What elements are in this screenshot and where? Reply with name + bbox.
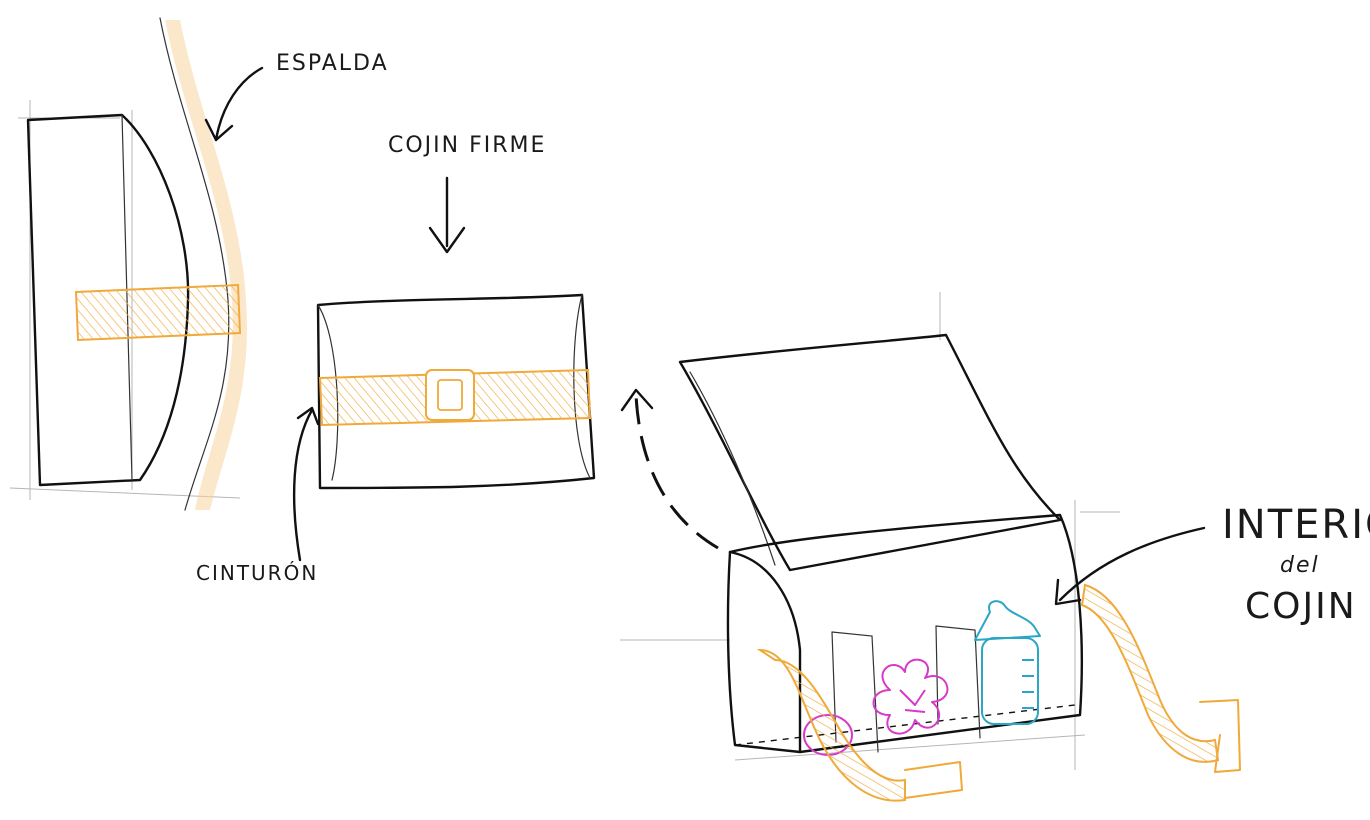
flower-toy-icon	[872, 658, 949, 735]
label-cojin: COJIN	[1245, 586, 1357, 627]
label-espalda: ESPALDA	[276, 51, 389, 76]
open-cushion: INTERIOR del COJIN	[620, 292, 1370, 802]
side-belt	[74, 283, 242, 342]
right-strap	[1080, 583, 1220, 763]
curved-arrow-icon	[634, 394, 719, 550]
left-strap	[756, 648, 906, 802]
strap-buckle	[1199, 699, 1241, 773]
side-view-cushion: ESPALDA	[9, 17, 389, 511]
interior-arrow-icon	[1058, 526, 1206, 602]
cinturon-arrow-icon	[292, 408, 314, 562]
baby-bottle-icon	[974, 600, 1041, 725]
label-cojin-firme: COJIN FIRME	[388, 133, 546, 158]
label-cinturon: CINTURÓN	[196, 561, 318, 585]
front-view-cushion: COJIN FIRME CINTURÓN	[196, 133, 596, 585]
back-shade	[165, 20, 247, 510]
label-del: del	[1280, 553, 1320, 578]
front-cushion-outline	[316, 293, 596, 490]
cushion-body	[726, 513, 1083, 754]
cushion-lid	[678, 333, 1062, 572]
belt-buckle	[425, 369, 475, 421]
espalda-arrow-icon	[214, 66, 264, 142]
label-interior: INTERIOR	[1222, 502, 1370, 548]
